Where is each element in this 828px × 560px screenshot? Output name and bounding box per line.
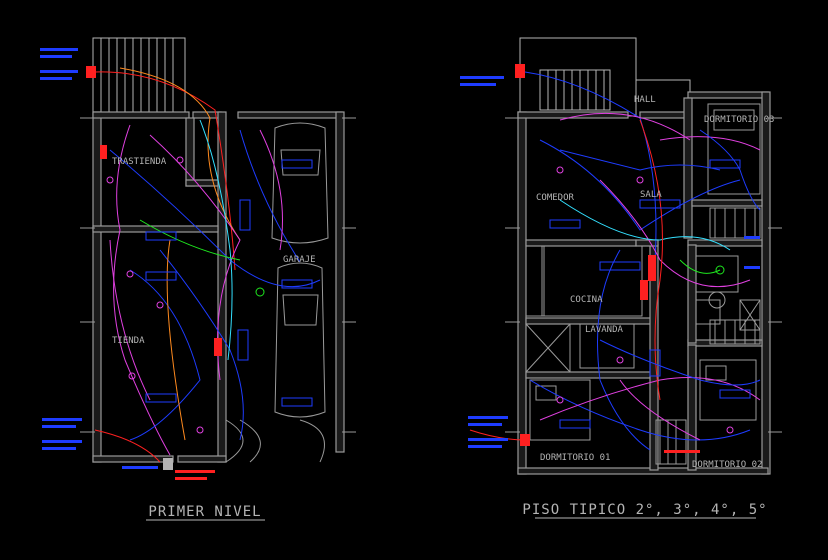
plan-title-primer-nivel: PRIMER NIVEL xyxy=(148,504,261,520)
room-label-tienda: TIENDA xyxy=(112,336,145,346)
room-label-dormitorio-02: DORMITORIO 02 xyxy=(692,460,762,470)
fixtures-primer-nivel xyxy=(40,48,313,480)
axis-ticks-piso-tipico xyxy=(505,117,782,433)
plan-title-piso-tipico: PISO TIPICO 2°, 3°, 4°, 5° xyxy=(522,502,767,518)
room-label-trastienda: TRASTIENDA xyxy=(112,157,167,167)
furniture-piso-tipico xyxy=(525,103,761,465)
room-label-dormitorio-01: DORMITORIO 01 xyxy=(540,453,610,463)
plan-primer-nivel: TRASTIENDA GARAJE TIENDA PRIMER NIVEL xyxy=(40,37,356,521)
room-label-garaje: GARAJE xyxy=(283,255,316,265)
circuits-primer-nivel xyxy=(94,67,321,463)
walls-piso-tipico xyxy=(517,91,771,475)
room-label-cocina: COCINA xyxy=(570,295,603,305)
stair-top-right xyxy=(519,37,691,117)
axis-ticks-primer-nivel xyxy=(80,117,356,433)
room-label-hall: HALL xyxy=(634,95,656,105)
plan-piso-tipico: HALL DORMITORIO 03 COMEDOR SALA COCINA L… xyxy=(460,37,782,519)
fixtures-piso-tipico xyxy=(460,64,760,453)
room-label-sala: SALA xyxy=(640,190,662,200)
cars-garage xyxy=(225,122,329,463)
circuits-piso-tipico xyxy=(469,71,761,451)
room-label-dormitorio-03: DORMITORIO 03 xyxy=(704,115,774,125)
room-label-lavanda: LAVANDA xyxy=(585,325,624,335)
room-label-comedor: COMEDOR xyxy=(536,193,575,203)
